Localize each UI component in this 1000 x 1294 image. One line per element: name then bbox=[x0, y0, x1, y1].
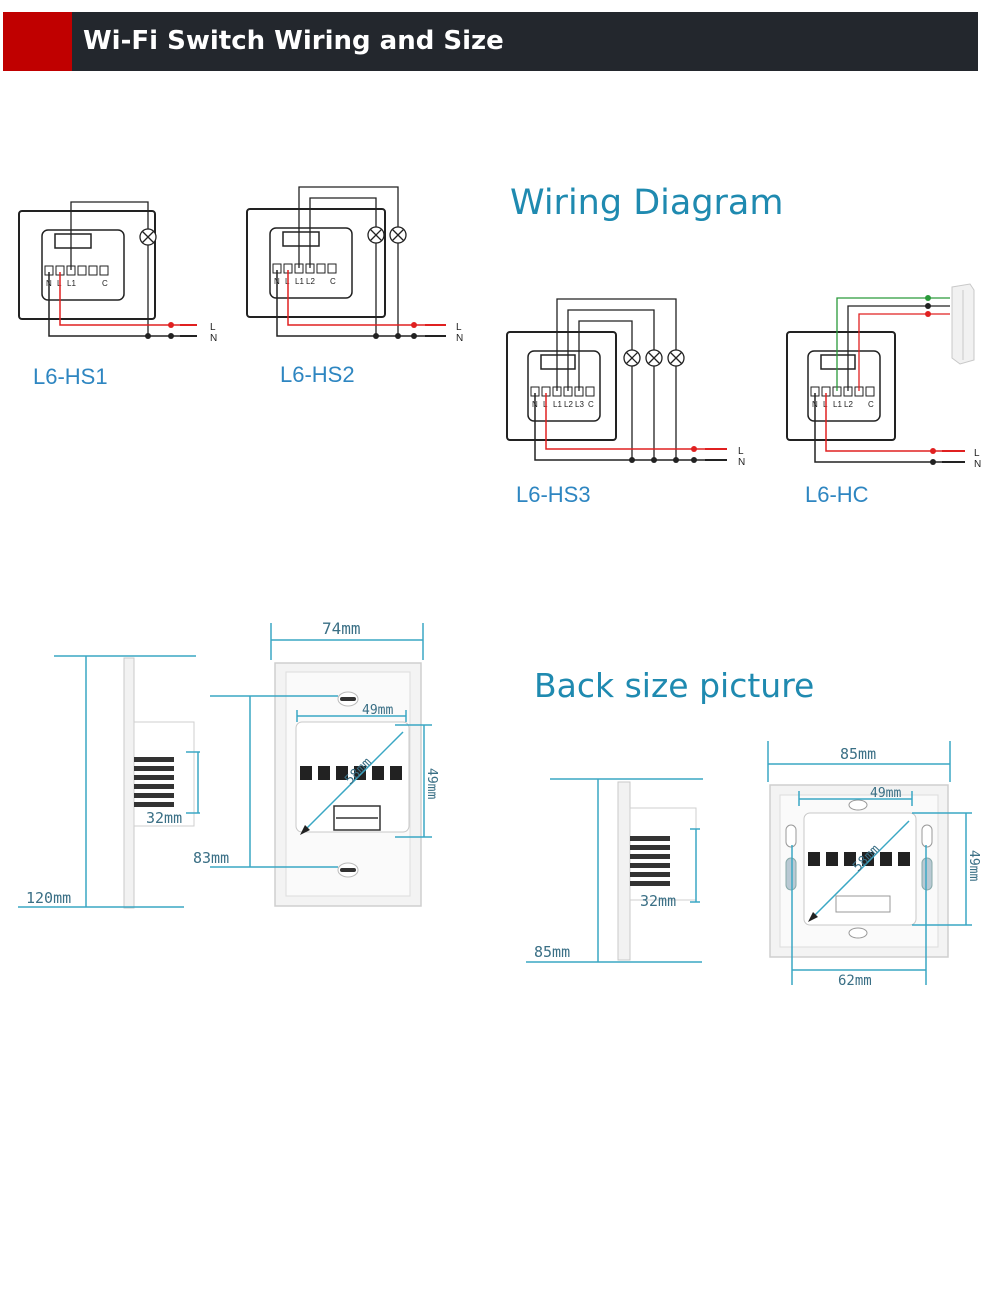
dimension-depth: 32mm bbox=[146, 809, 182, 827]
page-title: Wi-Fi Switch Wiring and Size bbox=[83, 26, 504, 56]
terminal-label: L1 bbox=[295, 277, 304, 286]
diagram-l6-hs3: N L L1 L2 L3 C L N L6-HS3 bbox=[506, 298, 745, 507]
live-label: L bbox=[738, 446, 744, 457]
dimension-width: 74mm bbox=[322, 619, 361, 638]
dimension-height: 120mm bbox=[26, 889, 71, 907]
screw-terminal-icon bbox=[272, 263, 337, 274]
header-accent-block bbox=[3, 12, 72, 71]
neutral-label: N bbox=[456, 333, 463, 344]
relay bbox=[54, 233, 92, 249]
lamp-icon bbox=[367, 226, 385, 244]
relay bbox=[282, 231, 320, 247]
header-banner: Wi-Fi Switch Wiring and Size bbox=[3, 12, 978, 71]
terminal-label: C bbox=[102, 279, 108, 288]
side-module bbox=[133, 721, 195, 827]
size-diagram-square: 85mm 32mm 85mm 49mm 49mm 62mm bbox=[526, 741, 981, 989]
relay bbox=[540, 354, 576, 370]
neutral-label: N bbox=[738, 457, 745, 468]
lamp-icon bbox=[645, 349, 663, 367]
live-label: L bbox=[974, 448, 980, 459]
dimension-height: 85mm bbox=[534, 943, 570, 961]
model-label: L6-HC bbox=[805, 482, 869, 507]
relay bbox=[820, 354, 856, 370]
live-label: L bbox=[456, 322, 462, 333]
terminal-label: L2 bbox=[844, 400, 853, 409]
dimension-box-height: 49mm bbox=[966, 850, 981, 881]
terminal-label: L1 bbox=[67, 279, 76, 288]
terminal-label: L2 bbox=[306, 277, 315, 286]
live-label: L bbox=[210, 322, 216, 333]
dimension-hole-spacing: 62mm bbox=[838, 973, 872, 989]
wiring-diagram-heading: Wiring Diagram bbox=[510, 183, 783, 223]
model-label: L6-HS2 bbox=[280, 362, 355, 387]
side-plate bbox=[617, 781, 631, 961]
lamp-icon bbox=[389, 226, 407, 244]
model-label: L6-HS3 bbox=[516, 482, 591, 507]
diagram-l6-hc: N L L1 L2 C L N L6-HC bbox=[786, 283, 981, 507]
dimension-width: 85mm bbox=[840, 745, 876, 763]
terminal-label: C bbox=[868, 400, 874, 409]
model-label: L6-HS1 bbox=[33, 364, 108, 389]
terminal-label: C bbox=[588, 400, 594, 409]
lamp-icon bbox=[139, 228, 157, 246]
curtain-motor-icon bbox=[951, 283, 975, 365]
side-plate bbox=[123, 657, 135, 909]
dimension-box-height: 49mm bbox=[424, 768, 439, 799]
back-module bbox=[295, 721, 410, 833]
terminal-label: L1 bbox=[553, 400, 562, 409]
dimension-box-width: 49mm bbox=[870, 786, 901, 801]
terminal-label: L1 bbox=[833, 400, 842, 409]
lamp-icon bbox=[623, 349, 641, 367]
dimension-depth: 32mm bbox=[640, 892, 676, 910]
diagram-l6-hs2: N L L1 L2 C L N L6-HS2 bbox=[246, 186, 463, 387]
neutral-label: N bbox=[974, 459, 981, 470]
neutral-label: N bbox=[210, 333, 217, 344]
dimension-box-width: 49mm bbox=[362, 703, 393, 718]
terminal-label: L3 bbox=[575, 400, 584, 409]
diagram-l6-hs1: N L L1 C L N L6-HS1 bbox=[18, 201, 217, 389]
back-size-heading: Back size picture bbox=[534, 666, 814, 705]
size-diagram-single: 120mm 32mm 74mm 83mm 49mm 49mm 58mm bbox=[18, 619, 439, 909]
terminal-label: L2 bbox=[564, 400, 573, 409]
lamp-icon bbox=[667, 349, 685, 367]
terminal-label: C bbox=[330, 277, 336, 286]
screw-terminal-icon bbox=[530, 386, 595, 397]
dimension-hole-spacing: 83mm bbox=[193, 849, 229, 867]
